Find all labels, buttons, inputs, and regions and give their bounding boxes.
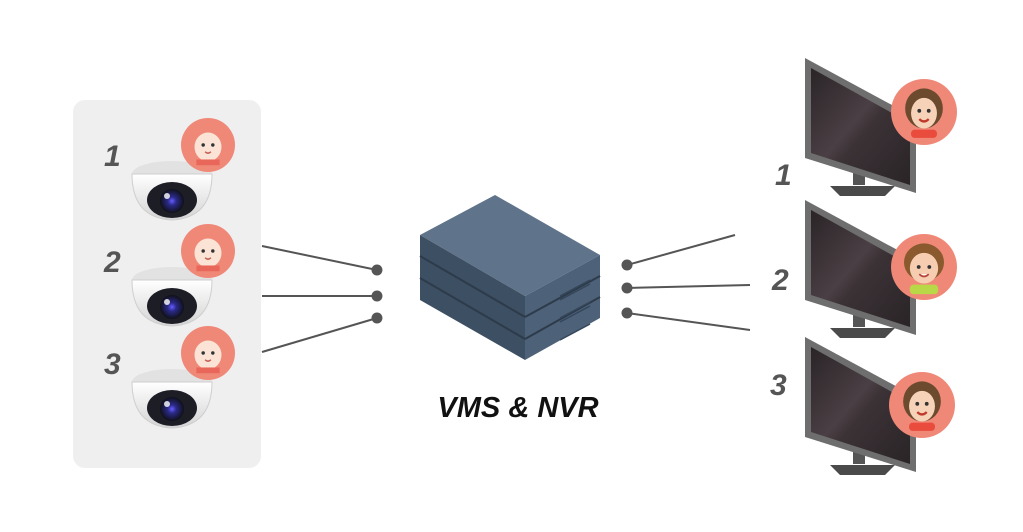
camera-number: 3 bbox=[104, 348, 121, 381]
baby-icon bbox=[181, 224, 235, 278]
monitor-number: 2 bbox=[771, 264, 789, 297]
woman-icon bbox=[889, 372, 955, 438]
camera-3: 3 bbox=[104, 326, 235, 429]
nvr-server-icon bbox=[419, 195, 601, 360]
monitor-icon bbox=[805, 200, 916, 338]
monitor-icon bbox=[805, 337, 916, 475]
camera-2: 2 bbox=[103, 224, 235, 327]
camera-number: 2 bbox=[103, 246, 121, 279]
baby-icon bbox=[181, 326, 235, 380]
monitor-number: 1 bbox=[775, 159, 792, 192]
girl-icon bbox=[891, 234, 957, 300]
server-caption: VMS & NVR bbox=[437, 392, 598, 424]
dome-camera-icon bbox=[131, 369, 213, 429]
dome-camera-icon bbox=[131, 267, 213, 327]
monitor-2: 2 bbox=[771, 200, 957, 338]
woman-icon bbox=[891, 79, 957, 145]
connection-lines bbox=[261, 234, 751, 353]
camera-1: 1 bbox=[104, 118, 235, 221]
dome-camera-icon bbox=[131, 161, 213, 221]
monitor-number: 3 bbox=[770, 369, 787, 402]
monitor-1: 1 bbox=[775, 58, 957, 196]
monitor-icon bbox=[805, 58, 916, 196]
baby-icon bbox=[181, 118, 235, 172]
camera-number: 1 bbox=[104, 140, 121, 173]
monitor-3: 3 bbox=[770, 337, 955, 475]
